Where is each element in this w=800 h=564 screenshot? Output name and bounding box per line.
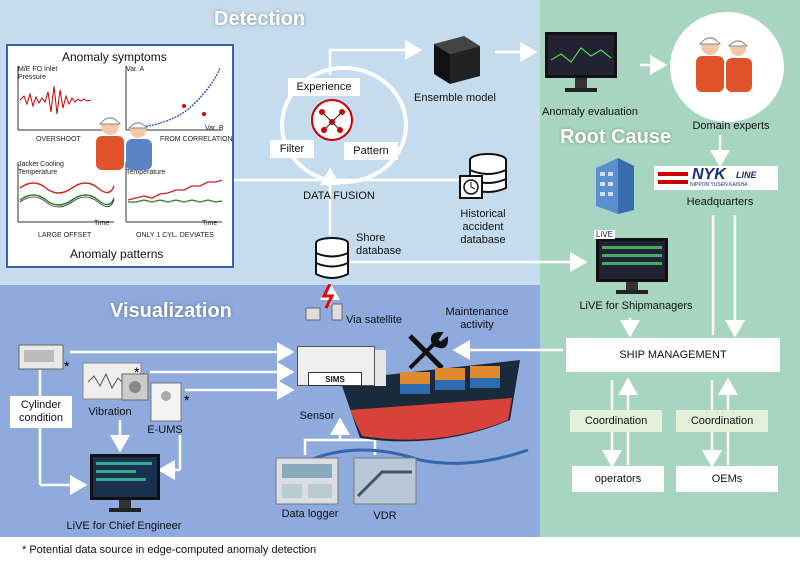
pattern-label: Pattern bbox=[344, 142, 398, 160]
plot3-caption: LARGE OFFSET bbox=[38, 232, 92, 239]
monitor-icon bbox=[545, 32, 617, 92]
anomaly-patterns-title: Anomaly patterns bbox=[70, 247, 164, 261]
detection-title: Detection bbox=[214, 8, 306, 30]
nyk-logo-sub: NIPPON YUSEN KAISHA bbox=[690, 182, 748, 188]
vdr-icon bbox=[353, 457, 417, 505]
e-ums-asterisk: * bbox=[184, 392, 190, 408]
tools-icon bbox=[408, 331, 448, 370]
satellite-icon bbox=[305, 284, 343, 321]
live-chief-label: LiVE for Chief Engineer bbox=[66, 520, 182, 532]
vibration-asterisk: * bbox=[134, 364, 140, 380]
domain-experts-icon bbox=[696, 37, 752, 92]
vibration-label: Vibration bbox=[88, 406, 132, 418]
cylinder-asterisk: * bbox=[64, 358, 70, 374]
plot1-overshoot bbox=[17, 66, 114, 131]
plot4-caption: ONLY 1 CYL. DEVIATES bbox=[136, 232, 214, 239]
data-fusion-circle bbox=[280, 66, 408, 184]
maintenance-label: Maintenance activity bbox=[445, 306, 509, 332]
oems-box: OEMs bbox=[676, 466, 778, 492]
cylinder-device-icon bbox=[18, 344, 64, 370]
fusion-network-icon bbox=[311, 99, 353, 141]
data-fusion-label: DATA FUSION bbox=[303, 190, 375, 202]
filter-label: Filter bbox=[270, 140, 314, 158]
ship-icon bbox=[309, 350, 529, 465]
plot2-axis-right: Var. B bbox=[205, 125, 224, 132]
anomaly-evaluation-label: Anomaly evaluation bbox=[541, 106, 638, 118]
plot2-axis-label: Var. A bbox=[126, 66, 145, 73]
coordination-box-2: Coordination bbox=[676, 410, 768, 432]
nyk-stripes-icon bbox=[658, 172, 688, 184]
anomaly-symptoms-title: Anomaly symptoms bbox=[62, 50, 167, 64]
data-logger-label: Data logger bbox=[281, 508, 339, 520]
headquarters-label: Headquarters bbox=[686, 196, 754, 208]
coordination-box-1: Coordination bbox=[570, 410, 662, 432]
sensor-label: Sensor bbox=[299, 410, 335, 422]
plot4-axis-right: Time bbox=[202, 220, 218, 227]
root-cause-title: Root Cause bbox=[560, 126, 672, 148]
ship-management-box: SHIP MANAGEMENT bbox=[566, 338, 780, 372]
ensemble-box-icon bbox=[434, 36, 480, 84]
data-logger-icon bbox=[275, 457, 339, 505]
experience-label: Experience bbox=[288, 78, 360, 96]
engineers-icon bbox=[96, 117, 152, 170]
plot3-axis-label: Jacket Cooling Temperature bbox=[18, 161, 64, 176]
visualization-title: Visualization bbox=[110, 300, 232, 322]
shore-db-label: Shore database bbox=[356, 232, 402, 258]
building-icon bbox=[596, 158, 634, 214]
live-logo: LiVE bbox=[594, 230, 615, 239]
nyk-logo-main: NYK bbox=[692, 166, 726, 183]
plot1-axis-label: M/E FO Inlet Pressure bbox=[18, 66, 58, 81]
historical-db-label: Historical accident database bbox=[460, 208, 506, 247]
chief-monitor-icon bbox=[90, 454, 160, 512]
plot1-caption: OVERSHOOT bbox=[36, 136, 81, 143]
sims-label: SIMS bbox=[308, 372, 362, 386]
vdr-label: VDR bbox=[373, 510, 397, 522]
ensemble-model-label: Ensemble model bbox=[414, 92, 496, 104]
shore-db-icon bbox=[315, 237, 349, 279]
e-ums-label: E-UMS bbox=[147, 424, 183, 436]
cylinder-condition-label: Cylinder condition bbox=[10, 396, 72, 428]
live-shipmanagers-label: LiVE for Shipmanagers bbox=[579, 300, 693, 312]
plot4-cylinder bbox=[125, 162, 223, 223]
vibration-sensor-icon bbox=[121, 373, 149, 401]
shipmanagers-monitor-icon bbox=[596, 238, 668, 294]
footnote: * Potential data source in edge-computed… bbox=[22, 544, 317, 556]
nyk-logo-suffix: LINE bbox=[736, 170, 757, 180]
domain-experts-label: Domain experts bbox=[692, 120, 770, 132]
plot3-axis-right: Time bbox=[94, 220, 110, 227]
operators-box: operators bbox=[572, 466, 664, 492]
via-satellite-label: Via satellite bbox=[346, 314, 403, 326]
e-ums-device-icon bbox=[150, 382, 182, 422]
historical-db-icon bbox=[459, 153, 507, 199]
nyk-logo bbox=[654, 166, 778, 190]
plot2-caption: FROM CORRELATION bbox=[160, 136, 233, 143]
plot3-offset bbox=[17, 162, 115, 223]
